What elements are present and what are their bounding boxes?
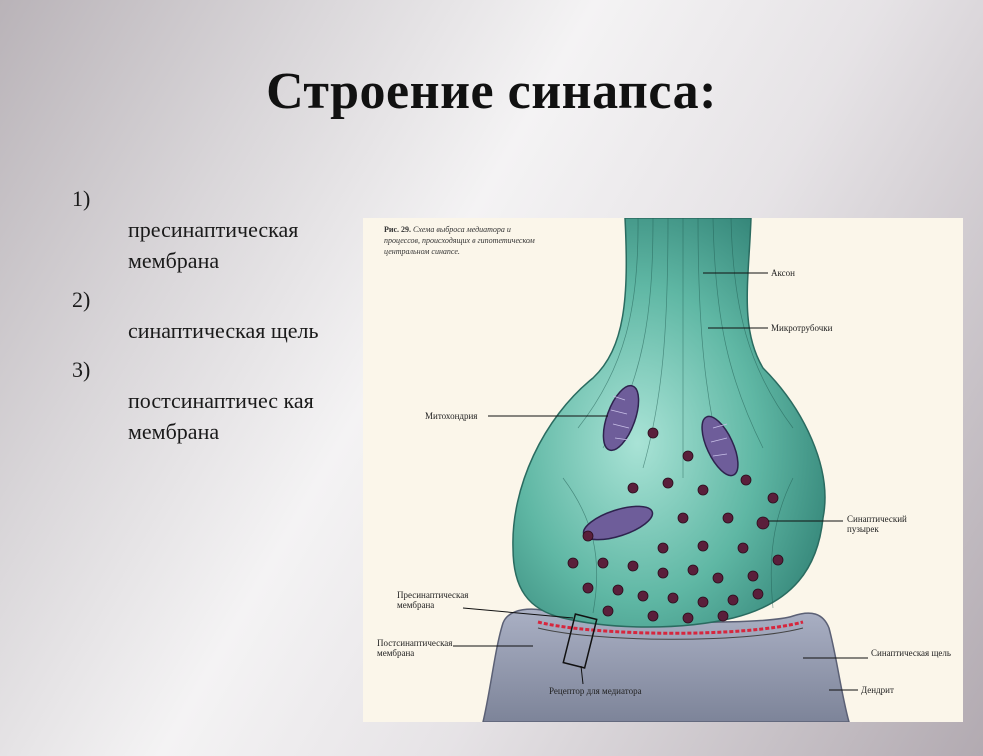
list-item-number: 2)	[72, 287, 91, 312]
list-item-number: 3)	[72, 357, 91, 382]
presynaptic-terminal	[512, 218, 826, 628]
caption-prefix: Рис. 29.	[384, 225, 412, 234]
label-synaptic-vesicle: Синаптический пузырек	[847, 514, 907, 534]
mitochondria	[582, 384, 739, 541]
synaptic-cleft	[537, 620, 804, 635]
label-postsynaptic-membrane: Постсинаптическая мембрана	[377, 638, 453, 658]
slide-title: Строение синапса:	[266, 63, 717, 120]
label-presynaptic-membrane: Пресинаптическая мембрана	[397, 590, 469, 610]
label-synaptic-cleft: Синаптическая щель	[871, 648, 951, 658]
caption-text: Схема выброса медиатора и процессов, про…	[384, 225, 535, 256]
label-dendrite: Дендрит	[861, 685, 894, 695]
receptor-box	[562, 613, 598, 669]
synapse-drawing	[453, 218, 868, 722]
list-item-number: 1)	[72, 186, 91, 211]
list-item-text: синаптическая щель	[128, 318, 319, 343]
label-mediator-receptor: Рецептор для медиатора	[549, 686, 642, 696]
figure-caption: Рис. 29. Схема выброса медиатора и проце…	[384, 224, 544, 257]
label-axon: Аксон	[771, 268, 795, 278]
list-item-text: пресинаптическая мембрана	[128, 217, 299, 273]
label-microtubules: Микротрубочки	[771, 323, 833, 333]
list-item: 1) пресинаптическая мембрана	[72, 183, 352, 276]
list-item: 3) постсинаптичес кая мембрана	[72, 354, 352, 447]
synaptic-vesicles	[567, 427, 784, 624]
synapse-figure: Рис. 29. Схема выброса медиатора и проце…	[363, 218, 963, 722]
list-item: 2) синаптическая щель	[72, 284, 352, 346]
label-mitochondria: Митохондрия	[425, 411, 478, 421]
list-item-text: постсинаптичес кая мембрана	[128, 388, 314, 444]
structure-list: 1) пресинаптическая мембрана 2) синаптич…	[72, 183, 352, 455]
